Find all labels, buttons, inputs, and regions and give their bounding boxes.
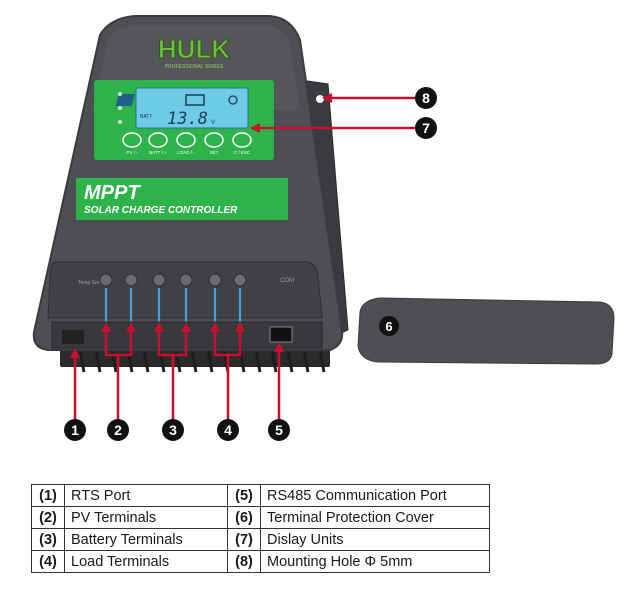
callout-arrowheads (70, 93, 332, 358)
legend-label: Terminal Protection Cover (260, 506, 490, 529)
svg-text:2: 2 (114, 422, 122, 438)
callout-badge-7: 7 (415, 117, 437, 139)
svg-text:7: 7 (422, 120, 430, 136)
bulb-icon (228, 95, 238, 105)
button-label-pv: PV / - (126, 150, 138, 155)
button-pv[interactable] (122, 132, 142, 148)
table-row: (2) PV Terminals (6) Terminal Protection… (31, 506, 490, 529)
brand-logo: HULK (158, 34, 230, 64)
callout-lines (73, 96, 415, 420)
legend-number: (6) (227, 506, 261, 529)
status-led-load (118, 120, 122, 124)
solar-panel-icon (115, 94, 135, 106)
legend-number: (5) (227, 484, 261, 507)
table-row: (3) Battery Terminals (7) Dislay Units (31, 528, 490, 551)
legend-label: Battery Terminals (64, 528, 228, 551)
button-label-esc: C / ESC (234, 150, 251, 155)
product-diagram: HULK PROFESSIONAL SERIES BATT 13.8 V PV … (32, 15, 615, 441)
banner-title: MPPT (84, 182, 141, 204)
legend-number: (2) (31, 506, 65, 529)
terminal-screws (99, 273, 247, 287)
callout-badge-8: 8 (415, 87, 437, 109)
legend-number: (4) (31, 550, 65, 573)
callout-badge-1: 1 (64, 419, 86, 441)
svg-text:1: 1 (71, 422, 79, 438)
table-row: (1) RTS Port (5) RS485 Communication Por… (31, 484, 490, 507)
svg-text:8: 8 (422, 90, 430, 106)
battery-icon (185, 94, 205, 106)
legend-label: Load Terminals (64, 550, 228, 573)
callout-badge-2: 2 (107, 419, 129, 441)
mppt-banner (76, 178, 288, 220)
com-label: COM (280, 278, 294, 284)
button-label-batt: BATT / + (149, 150, 167, 155)
control-buttons: PV / - BATT / + LOAD / - SET C / ESC (122, 132, 252, 155)
svg-text:3: 3 (169, 422, 177, 438)
legend-number: (7) (227, 528, 261, 551)
legend-label: PV Terminals (64, 506, 228, 529)
svg-text:4: 4 (224, 422, 232, 438)
button-load[interactable] (176, 132, 196, 148)
button-esc[interactable] (232, 132, 252, 148)
svg-text:5: 5 (275, 422, 283, 438)
status-led-pv (118, 92, 122, 96)
brand-subtitle: PROFESSIONAL SERIES (165, 64, 224, 70)
svg-text:6: 6 (385, 319, 392, 334)
callout-badge-5: 5 (268, 419, 290, 441)
callout-badge-6: 6 (379, 316, 399, 336)
legend-number: (8) (227, 550, 261, 573)
lcd-unit: V (211, 120, 215, 126)
button-set[interactable] (204, 132, 224, 148)
temp-sensor-label: Temp Sensor (78, 280, 108, 286)
status-led-batt (118, 106, 122, 110)
lcd-value: 13.8 (167, 109, 208, 129)
lcd-batt-label: BATT (140, 114, 152, 120)
legend-label: Dislay Units (260, 528, 490, 551)
mounting-hole (316, 95, 324, 103)
legend-label: RTS Port (64, 484, 228, 507)
button-label-set: SET (210, 150, 219, 155)
parts-legend-table: (1) RTS Port (5) RS485 Communication Por… (31, 484, 490, 573)
banner-subtitle: SOLAR CHARGE CONTROLLER (84, 205, 238, 216)
button-batt[interactable] (148, 132, 168, 148)
rs485-port (269, 326, 293, 343)
legend-label: RS485 Communication Port (260, 484, 490, 507)
heat-sink-fins (78, 349, 326, 373)
rts-port (62, 330, 84, 344)
legend-number: (3) (31, 528, 65, 551)
lcd-screen (135, 87, 249, 129)
button-label-load: LOAD / - (177, 150, 195, 155)
callout-badge-3: 3 (162, 419, 184, 441)
callout-badge-4: 4 (217, 419, 239, 441)
terminal-cover (357, 297, 615, 365)
table-row: (4) Load Terminals (8) Mounting Hole Φ 5… (31, 550, 490, 573)
legend-number: (1) (31, 484, 65, 507)
legend-label: Mounting Hole Φ 5mm (260, 550, 490, 573)
